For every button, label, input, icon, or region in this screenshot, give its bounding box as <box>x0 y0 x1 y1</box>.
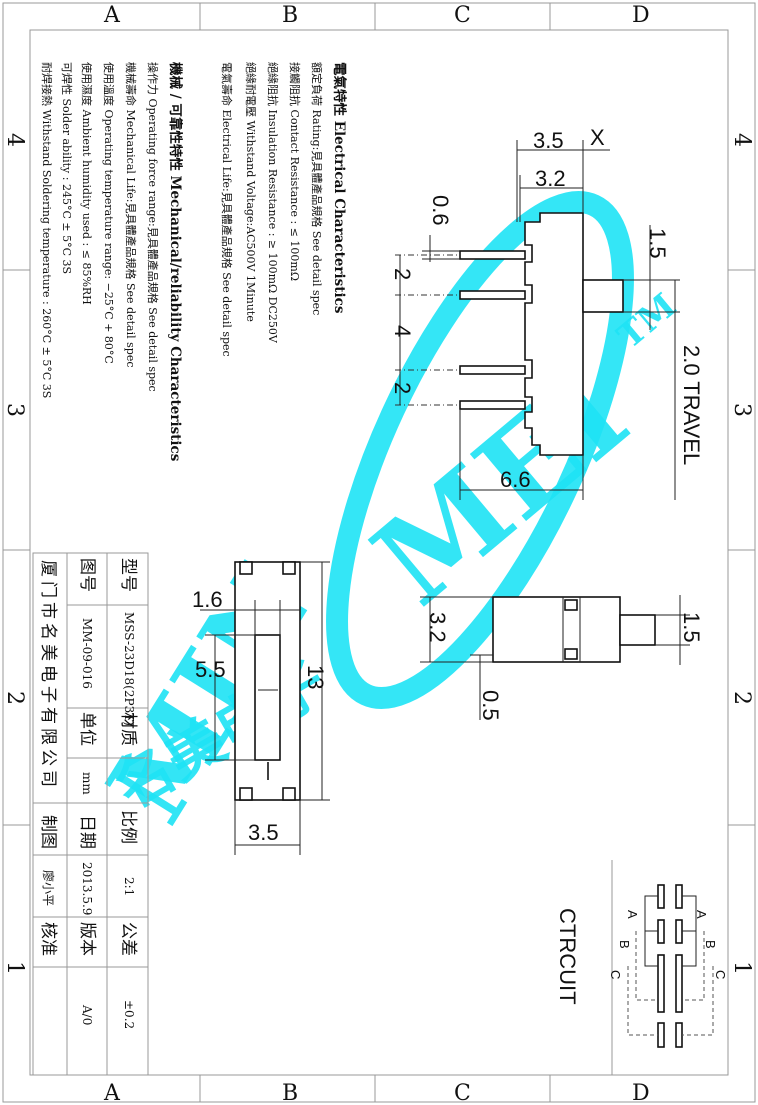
dim-label: 2 <box>390 268 415 280</box>
dim-label: 6.6 <box>500 467 531 492</box>
circuit-label: B <box>617 940 632 949</box>
spec-line: 額定負荷 Rating:見具體產品規格 See detail spec <box>310 62 324 315</box>
border-letters: A B C D A B C D <box>103 3 650 1105</box>
dim-label: 0.6 <box>428 195 453 226</box>
dim-label: 1.5 <box>679 612 704 643</box>
side-view: 3.5 3.2 X 0.6 2 4 2 1.5 2.0 TRAVEL 6.6 <box>390 125 704 500</box>
specifications: 電氣特性 Electrical Characteristics 額定負荷 Rat… <box>40 62 348 462</box>
dim-label: 13 <box>303 665 328 689</box>
border-numbers: 4 3 2 1 4 3 2 1 <box>2 133 754 975</box>
circuit-label: A <box>694 910 709 919</box>
spec-line: 電氣壽命 Electrical Life:見具體產品規格 See detail … <box>220 62 234 357</box>
model-value: MSS-23D18(2P3T) <box>122 612 136 726</box>
drawing-no-label: 图号 <box>77 558 97 592</box>
dim-label: 3.5 <box>533 128 564 153</box>
circuit-title: CTRCUIT <box>555 908 580 1005</box>
drawn-label: 制图 <box>38 815 58 849</box>
spec-line: 可焊性 Solder ability : 245°C ± 5°C 3S <box>60 62 74 274</box>
border-letter: A <box>103 3 121 28</box>
dim-label: 3.2 <box>425 612 450 643</box>
mechanical-title: 機械 / 可靠性特性 Mechanical/reliability Charac… <box>167 62 184 462</box>
border-letter: B <box>282 3 298 28</box>
model-label: 型号 <box>118 558 138 592</box>
drawn-value: 廖小平 <box>41 870 56 906</box>
scale-value: 2:1 <box>122 877 136 896</box>
border-number: 1 <box>729 961 754 975</box>
spec-line: 使用溫度 Operating temperature range: −25°C … <box>102 62 116 364</box>
title-block: 型号 MSS-23D18(2P3T) 材质 比例 2:1 公差 ±0.2 图号 … <box>32 552 149 1076</box>
unit-value: mm <box>80 772 94 795</box>
front-view: 3.2 1.5 0.5 <box>420 595 704 721</box>
border-number: 1 <box>2 961 27 975</box>
border-letter: C <box>454 3 471 28</box>
spec-line: 機械壽命 Mechanical Life:見具體產品規格 See detail … <box>124 62 138 368</box>
electrical-title: 電氣特性 Electrical Characteristics <box>331 62 348 314</box>
dim-label: 4 <box>390 325 415 337</box>
dim-label: 2.0 TRAVEL <box>679 345 704 465</box>
material-label: 材质 <box>118 712 138 746</box>
spec-line: 接觸阻抗 Contact Resistance : ≤ 100mΩ <box>288 62 302 281</box>
dim-label: 1.5 <box>645 228 670 259</box>
border-number: 3 <box>729 403 754 417</box>
border-number: 2 <box>729 691 754 705</box>
spec-line: 使用濕度 Ambient humidity used : ≤ 85%RH <box>80 62 94 305</box>
dim-label: 3.5 <box>248 820 279 845</box>
border-letter: D <box>632 1081 650 1105</box>
company-name: 厦门市名美电子有限公司 <box>38 560 58 791</box>
border-letter: B <box>282 1081 298 1105</box>
unit-label: 单位 <box>77 712 97 746</box>
scale-label: 比例 <box>118 810 138 844</box>
border-number: 4 <box>729 133 754 147</box>
dim-label: 0.5 <box>478 690 503 721</box>
date-value: 2013.5.9 <box>80 862 94 915</box>
version-value: A/0 <box>80 1004 94 1025</box>
dim-label: 3.2 <box>535 166 566 191</box>
spec-line: 絕緣阻抗 Insulation Resistance : ≥ 100mΩ DC2… <box>266 62 280 344</box>
border-number: 2 <box>2 691 27 705</box>
approved-label: 核准 <box>38 922 58 956</box>
drawing-no-value: MM-09-016 <box>80 618 94 689</box>
border-number: 3 <box>2 403 27 417</box>
border-letter: A <box>103 1081 121 1105</box>
dim-label: 2 <box>390 382 415 394</box>
spec-line: 操作力 Operating force range:見具體產品規格 See de… <box>146 62 160 392</box>
circuit-label: A <box>625 910 640 919</box>
border-number: 4 <box>2 133 27 147</box>
circuit-diagram: A A B B C C CTRCUIT <box>555 860 728 1075</box>
tolerance-value: ±0.2 <box>122 1000 136 1029</box>
circuit-label: C <box>713 970 728 979</box>
dim-label: 1.6 <box>192 587 223 612</box>
date-label: 日期 <box>77 815 97 849</box>
tolerance-label: 公差 <box>118 922 138 956</box>
dim-label: X <box>590 125 605 150</box>
circuit-label: C <box>608 970 623 979</box>
spec-line: 絕緣耐電壓 Withstand Voltage:AC500V 1Minute <box>244 62 257 322</box>
top-view: 1.6 5.5 13 3.5 <box>192 561 330 855</box>
border-letter: D <box>632 3 650 28</box>
circuit-label: B <box>703 940 718 949</box>
border-letter: C <box>454 1081 471 1105</box>
spec-line: 耐焊接熱 Withstand Soldering temperature : 2… <box>40 62 54 398</box>
version-label: 版本 <box>77 922 97 956</box>
dim-label: 5.5 <box>195 657 226 682</box>
